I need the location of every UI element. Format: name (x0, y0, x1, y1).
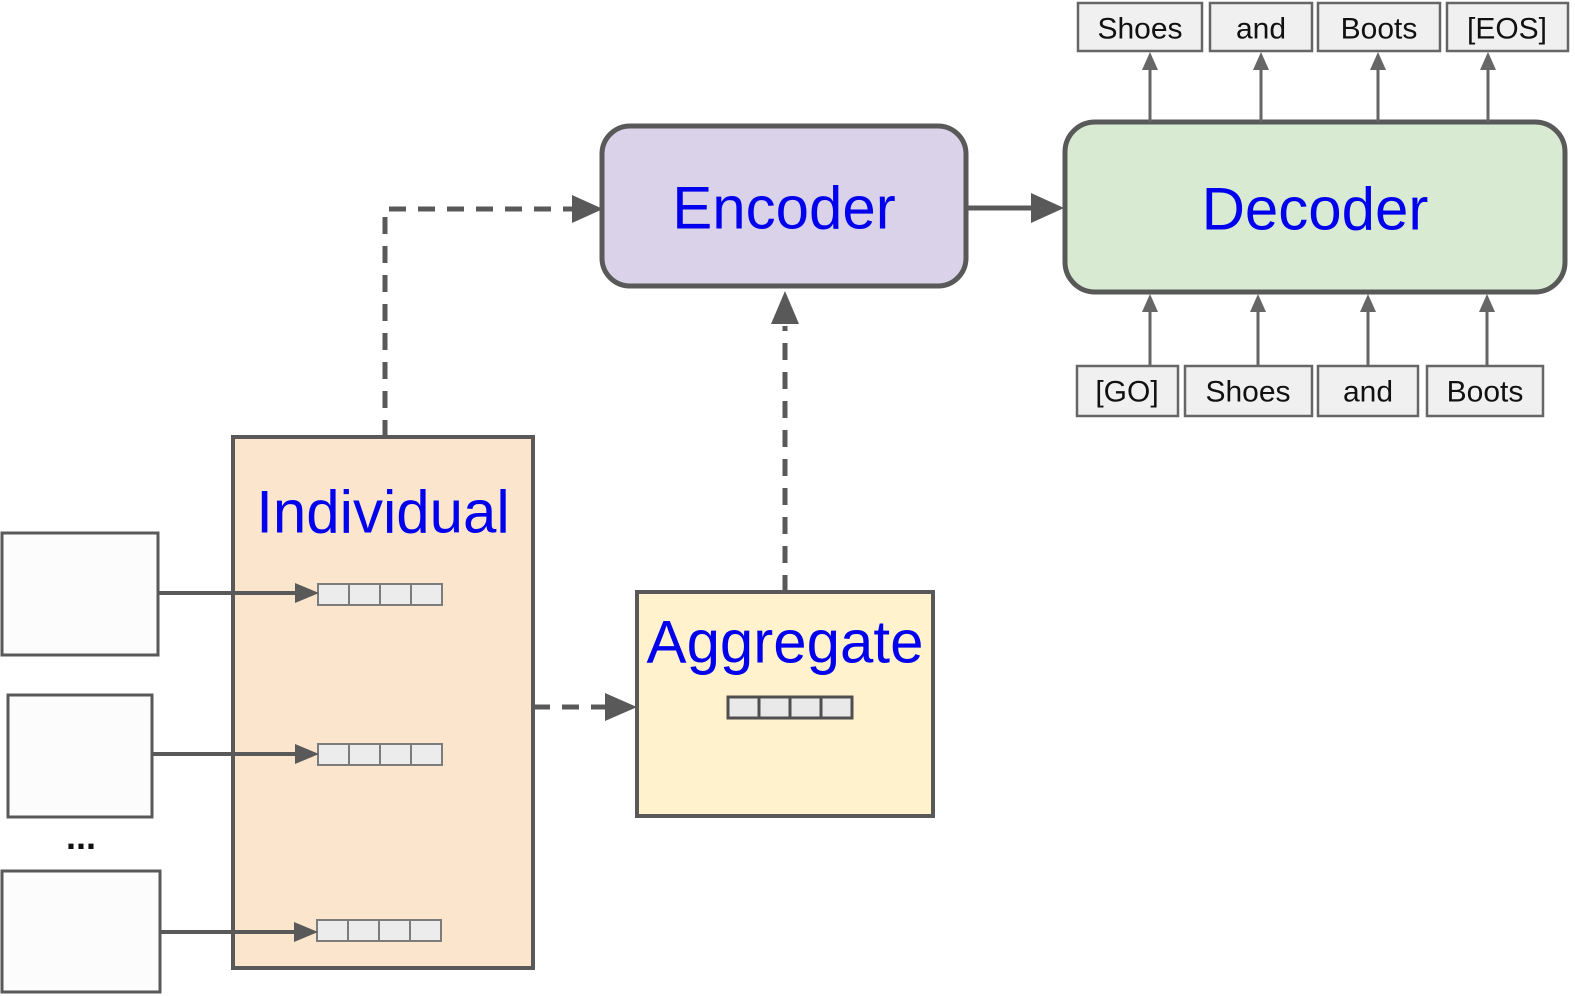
arrow-individual-to-aggregate (533, 693, 637, 721)
svg-text:and: and (1343, 376, 1393, 409)
arrow-image3-to-vector3 (160, 922, 318, 942)
arrow-input-4-to-decoder (1479, 294, 1495, 366)
vector-cell (348, 743, 381, 766)
individual-label: Individual (256, 479, 510, 546)
arrow-encoder-to-decoder (968, 193, 1064, 223)
arrow-input-2-to-decoder (1250, 294, 1266, 366)
svg-text:Shoes: Shoes (1097, 13, 1182, 46)
vector-cell (409, 919, 442, 942)
arrow-image1-to-vector1 (158, 583, 319, 603)
decoder-output-tokens: Shoes and Boots [EOS] (1076, 1, 1570, 122)
vector-cell (317, 743, 350, 766)
vector-cell (819, 695, 854, 720)
output-token-shoes: Shoes (1076, 1, 1204, 53)
vector-cell (317, 583, 350, 606)
vector-cell (757, 695, 792, 720)
vector-cell (378, 919, 411, 942)
output-token-boots: Boots (1316, 1, 1442, 53)
aggregate-module: Aggregate (635, 590, 935, 818)
decoder-label: Decoder (1202, 176, 1429, 243)
svg-text:[GO]: [GO] (1095, 376, 1158, 409)
arrow-input-1-to-decoder (1142, 294, 1158, 366)
vector-cell (379, 583, 412, 606)
arrow-input-3-to-decoder (1360, 294, 1376, 366)
vector-cell (788, 695, 823, 720)
vector-cell (410, 743, 443, 766)
arrow-decoder-to-output-3 (1370, 52, 1386, 122)
input-image-2 (6, 693, 154, 819)
vector-cell (379, 743, 412, 766)
vector-cell (410, 583, 443, 606)
input-token-and: and (1316, 364, 1420, 418)
svg-text:Boots: Boots (1341, 13, 1418, 46)
more-images-ellipsis: ... (66, 816, 96, 857)
input-image-1 (0, 531, 160, 657)
output-token-eos: [EOS] (1445, 1, 1570, 53)
input-token-go: [GO] (1075, 364, 1180, 418)
vector-cell (348, 583, 381, 606)
arrow-individual-to-encoder (382, 195, 603, 437)
aggregate-label: Aggregate (647, 609, 924, 676)
embedding-vector-1 (317, 583, 443, 606)
arrow-image2-to-vector2 (152, 744, 319, 764)
svg-text:Shoes: Shoes (1205, 376, 1290, 409)
encoder-label: Encoder (672, 175, 895, 242)
svg-text:Boots: Boots (1447, 376, 1524, 409)
input-token-boots: Boots (1425, 364, 1545, 418)
input-token-shoes: Shoes (1183, 364, 1314, 418)
embedding-vector-3 (316, 919, 442, 942)
arrow-decoder-to-output-2 (1253, 52, 1269, 122)
individual-module: Individual (231, 435, 535, 970)
svg-text:and: and (1236, 13, 1286, 46)
input-image-3 (0, 869, 162, 994)
arrow-aggregate-to-encoder (771, 291, 799, 592)
decoder-input-tokens: [GO] Shoes and Boots (1075, 294, 1545, 418)
arrow-decoder-to-output-4 (1480, 52, 1496, 122)
arrow-decoder-to-output-1 (1142, 52, 1158, 122)
decoder-module: Decoder (1062, 119, 1568, 295)
output-token-and: and (1208, 1, 1314, 53)
vector-cell (316, 919, 349, 942)
vector-cell (726, 695, 761, 720)
encoder-module: Encoder (599, 123, 969, 289)
vector-cell (347, 919, 380, 942)
embedding-vector-2 (317, 743, 443, 766)
svg-text:[EOS]: [EOS] (1467, 13, 1547, 46)
aggregate-embedding-vector (726, 695, 854, 720)
